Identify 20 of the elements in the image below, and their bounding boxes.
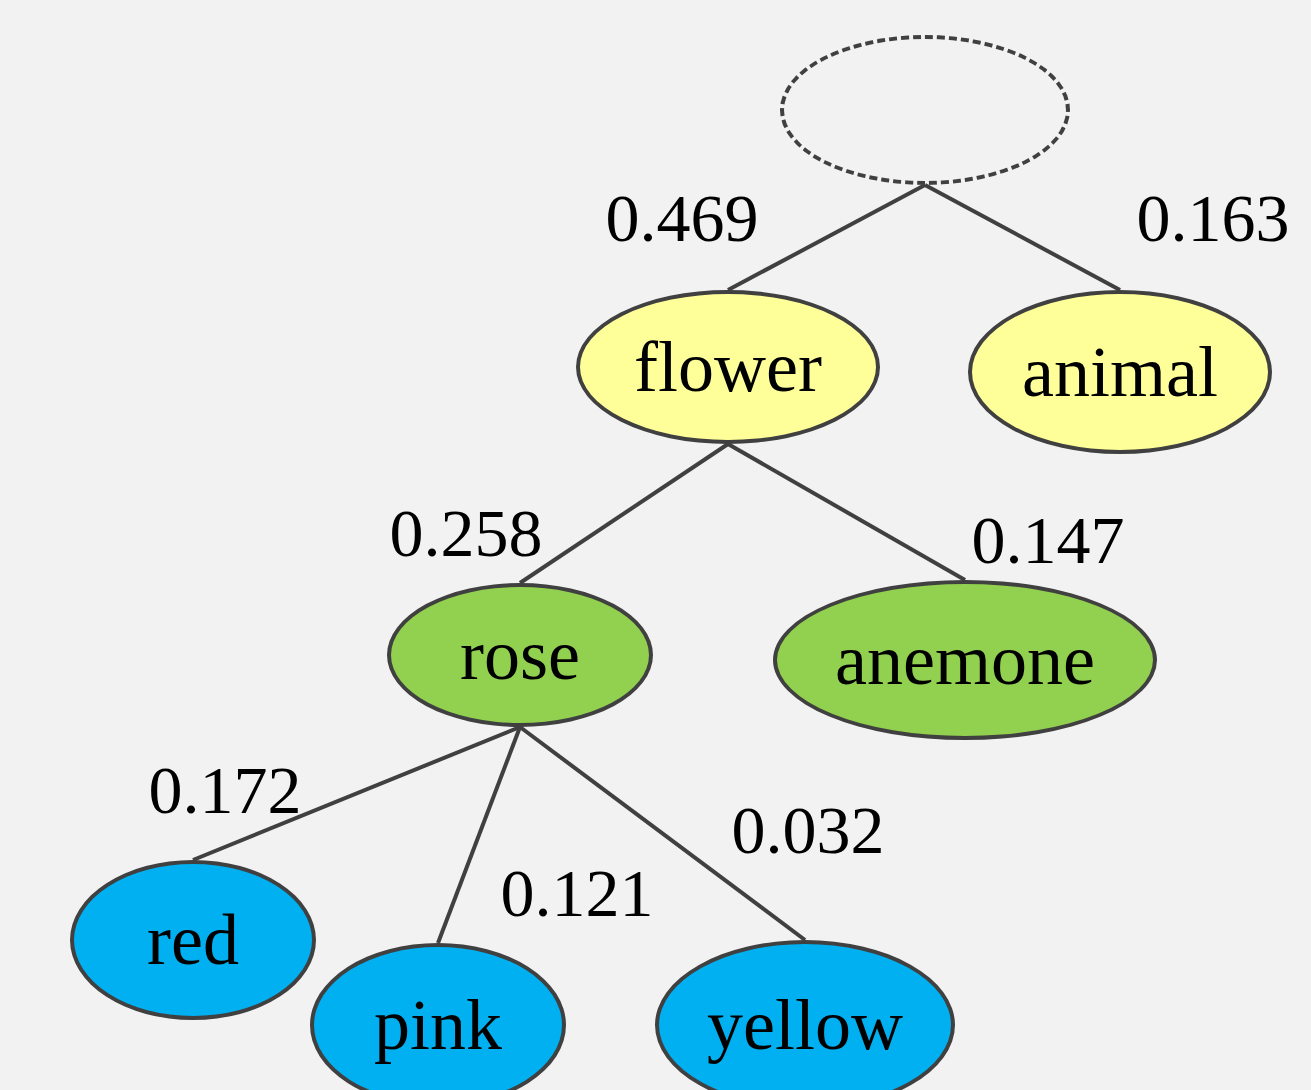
edge-label: 0.147 <box>971 506 1125 574</box>
connector-line <box>727 183 926 292</box>
connector-line <box>924 183 1121 292</box>
edge-label: 0.172 <box>148 756 302 824</box>
empty-ellipse <box>780 35 1070 185</box>
edge-label: 0.032 <box>731 796 885 864</box>
node-label: flower <box>634 331 822 403</box>
node-label: animal <box>1022 336 1218 408</box>
node-label: rose <box>460 619 580 691</box>
edge-label: 0.258 <box>389 499 543 567</box>
connector-line <box>518 442 730 585</box>
connector-line <box>518 725 807 942</box>
edge-label: 0.121 <box>500 859 654 927</box>
connector-line <box>436 726 522 944</box>
edge-label: 0.469 <box>605 184 759 252</box>
connector-line <box>192 725 521 862</box>
node-label: anemone <box>835 624 1095 696</box>
connector-line <box>727 442 966 582</box>
edge-label: 0.163 <box>1136 184 1290 252</box>
node-label: red <box>147 904 239 976</box>
